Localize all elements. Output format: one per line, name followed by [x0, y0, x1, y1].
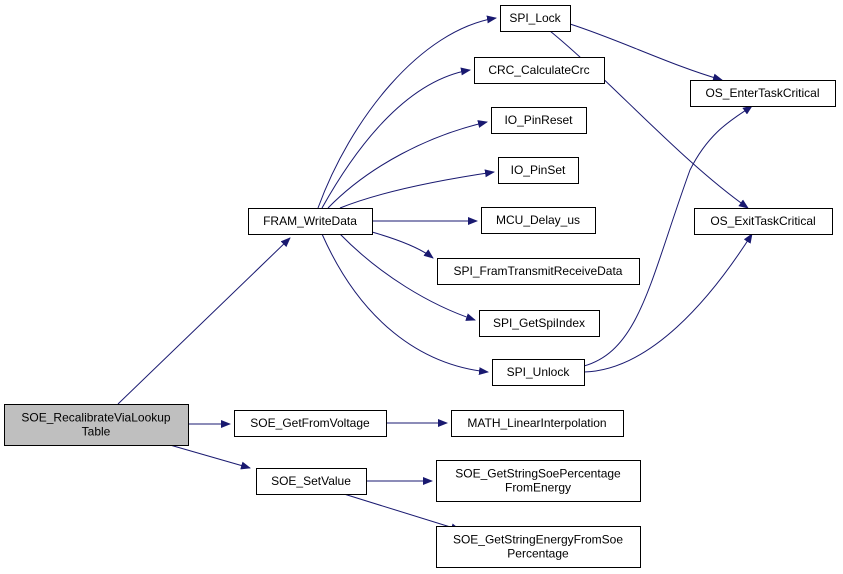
edge-unlock-to-exit	[583, 233, 753, 373]
node-spi-unlock[interactable]: SPI_Unlock	[492, 359, 585, 386]
edge-fram-to-pinr	[327, 120, 488, 209]
edge-root-to-fram	[117, 237, 291, 405]
node-soe-get-from-voltage[interactable]: SOE_GetFromVoltage	[234, 410, 387, 437]
node-label: OS_ExitTaskCritical	[710, 214, 815, 228]
edge-fram-to-crc	[321, 67, 471, 209]
edge-unlock-to-enter	[583, 105, 753, 367]
node-io-pin-reset[interactable]: IO_PinReset	[491, 107, 587, 134]
node-label: SOE_GetFromVoltage	[250, 416, 370, 430]
edges-layer	[117, 15, 753, 532]
node-spi-lock[interactable]: SPI_Lock	[500, 5, 571, 32]
node-label: Table	[82, 425, 111, 439]
node-label: SOE_SetValue	[271, 474, 351, 488]
node-label: FromEnergy	[505, 481, 571, 495]
node-label: OS_EnterTaskCritical	[705, 86, 819, 100]
node-crc-calculate-crc[interactable]: CRC_CalculateCrc	[474, 57, 605, 84]
node-label: MATH_LinearInterpolation	[467, 416, 606, 430]
node-os-enter-task-critical[interactable]: OS_EnterTaskCritical	[690, 80, 836, 107]
edge-lock-to-exit	[549, 30, 749, 209]
node-label: IO_PinSet	[511, 163, 566, 177]
node-label: SPI_Unlock	[507, 365, 571, 379]
edge-fram-to-lock	[317, 15, 497, 209]
node-label: SPI_Lock	[509, 11, 561, 25]
node-label: MCU_Delay_us	[496, 213, 580, 227]
node-label: SPI_FramTransmitReceiveData	[454, 264, 623, 278]
edge-fram-to-unlock	[321, 233, 489, 376]
edge-fram-to-spiidx	[339, 233, 476, 321]
edge-setv-to-str2	[343, 493, 461, 532]
node-soe-set-value[interactable]: SOE_SetValue	[256, 468, 367, 495]
node-label: Percentage	[507, 547, 569, 561]
node-spi-get-spi-index[interactable]: SPI_GetSpiIndex	[479, 310, 600, 337]
node-label: CRC_CalculateCrc	[488, 63, 589, 77]
edge-root-to-setv	[169, 444, 251, 470]
node-fram-write-data[interactable]: FRAM_WriteData	[248, 208, 373, 235]
node-spi-fram-transmit-receive-data[interactable]: SPI_FramTransmitReceiveData	[437, 258, 640, 285]
node-label: IO_PinReset	[504, 113, 573, 127]
node-label: SOE_GetStringSoePercentage	[455, 467, 621, 481]
edge-fram-to-pins	[339, 169, 495, 209]
node-label: FRAM_WriteData	[263, 214, 357, 228]
node-io-pin-set[interactable]: IO_PinSet	[498, 157, 579, 184]
node-math-linear-interpolation[interactable]: MATH_LinearInterpolation	[451, 410, 624, 437]
node-label: SPI_GetSpiIndex	[493, 316, 585, 330]
node-os-exit-task-critical[interactable]: OS_ExitTaskCritical	[694, 208, 833, 235]
node-label: SOE_GetStringEnergyFromSoe	[453, 533, 623, 547]
node-mcu-delay-us[interactable]: MCU_Delay_us	[481, 207, 596, 234]
edge-lock-to-enter	[569, 23, 723, 82]
node-label: SOE_RecalibrateViaLookup	[21, 411, 171, 425]
edge-fram-to-spitr	[371, 231, 434, 259]
